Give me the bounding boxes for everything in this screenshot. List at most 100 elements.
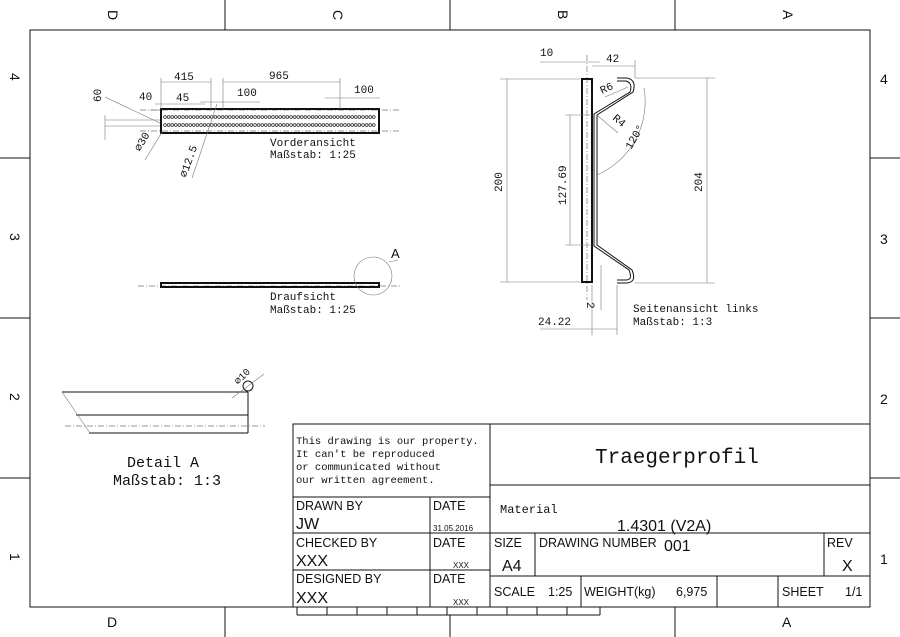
hole bbox=[228, 115, 232, 119]
zone-right-2: 2 bbox=[880, 391, 888, 407]
hole bbox=[361, 115, 365, 119]
dim-127-69: 127.69 bbox=[558, 165, 570, 205]
top-view: A Draufsicht Maßstab: 1:25 bbox=[138, 246, 402, 317]
hole bbox=[346, 115, 351, 119]
hole bbox=[300, 123, 304, 127]
hole bbox=[264, 123, 268, 127]
drawing-frame bbox=[29, 29, 871, 608]
hole bbox=[314, 115, 318, 119]
hole bbox=[292, 115, 297, 119]
hole bbox=[318, 115, 322, 119]
hole bbox=[271, 123, 275, 127]
hole bbox=[213, 123, 218, 127]
hole bbox=[220, 123, 225, 127]
hole bbox=[217, 123, 221, 127]
hole bbox=[206, 115, 210, 119]
dim-r6: R6 bbox=[599, 81, 616, 97]
hole bbox=[307, 115, 311, 119]
weight-value: 6,975 bbox=[676, 585, 707, 599]
sheet-value: 1/1 bbox=[845, 585, 862, 599]
dim-100-right: 100 bbox=[354, 85, 374, 97]
hole bbox=[249, 115, 254, 119]
hole bbox=[307, 123, 311, 127]
hole bbox=[242, 115, 246, 119]
hole bbox=[354, 123, 358, 127]
bottom-ruler bbox=[296, 607, 601, 637]
hole bbox=[202, 123, 207, 127]
zone-top-b: B bbox=[555, 10, 571, 19]
top-view-scale: Maßstab: 1:25 bbox=[270, 305, 356, 317]
hole bbox=[224, 123, 228, 127]
detail-a-view: ⌀10 Detail A Maßstab: 1:3 bbox=[61, 367, 265, 490]
hole bbox=[325, 115, 329, 119]
zone-labels: D C B A D A 4 3 2 1 4 3 2 1 bbox=[7, 10, 888, 630]
drawn-by-label: DRAWN BY bbox=[296, 499, 364, 513]
detail-label: Detail A bbox=[127, 455, 199, 472]
hole bbox=[364, 115, 369, 119]
hole bbox=[228, 123, 232, 127]
hole bbox=[163, 115, 167, 119]
dim-100-left: 100 bbox=[237, 88, 257, 100]
side-view-scale: Maßstab: 1:3 bbox=[633, 317, 712, 329]
hole bbox=[372, 115, 376, 119]
hole bbox=[321, 115, 326, 119]
checked-by-label: CHECKED BY bbox=[296, 536, 378, 550]
dim-2: 2 bbox=[583, 302, 595, 309]
hole bbox=[357, 123, 362, 127]
hole bbox=[274, 115, 279, 119]
hole bbox=[310, 123, 315, 127]
title-block: This drawing is our property. It can't b… bbox=[292, 423, 871, 637]
checked-date-value: XXX bbox=[453, 561, 470, 570]
designed-by-label: DESIGNED BY bbox=[296, 572, 382, 586]
hole bbox=[238, 123, 243, 127]
hole bbox=[310, 115, 315, 119]
zone-top-c: C bbox=[330, 10, 346, 20]
hole bbox=[343, 115, 347, 119]
hole bbox=[368, 123, 372, 127]
hole bbox=[328, 115, 333, 119]
hole bbox=[372, 123, 376, 127]
hole bbox=[336, 123, 340, 127]
hole bbox=[296, 115, 300, 119]
zone-bottom-d: D bbox=[107, 614, 117, 630]
hole bbox=[271, 115, 275, 119]
zone-left-4: 4 bbox=[7, 73, 23, 81]
hole bbox=[364, 123, 369, 127]
dim-10: 10 bbox=[540, 48, 553, 60]
hole bbox=[231, 115, 236, 119]
hole bbox=[350, 115, 354, 119]
checked-date-label: DATE bbox=[433, 536, 465, 550]
material-value: 1.4301 (V2A) bbox=[617, 518, 711, 535]
size-value: A4 bbox=[502, 558, 522, 575]
designed-date-value: XXX bbox=[453, 598, 470, 607]
size-label: SIZE bbox=[494, 536, 522, 550]
hole bbox=[210, 115, 214, 119]
hole bbox=[354, 115, 358, 119]
hole bbox=[343, 123, 347, 127]
hole bbox=[188, 123, 192, 127]
hole bbox=[256, 115, 261, 119]
hole bbox=[260, 123, 264, 127]
hole bbox=[192, 123, 196, 127]
hole bbox=[300, 115, 304, 119]
zone-right-1: 1 bbox=[880, 551, 888, 567]
dim-204: 204 bbox=[694, 172, 706, 192]
rev-label: REV bbox=[827, 536, 853, 550]
hole bbox=[336, 115, 340, 119]
hole bbox=[303, 123, 308, 127]
drawing-number-value: 001 bbox=[664, 538, 691, 555]
hole bbox=[368, 115, 372, 119]
hole bbox=[332, 115, 336, 119]
hole bbox=[181, 115, 185, 119]
hole bbox=[231, 123, 236, 127]
zone-left-3: 3 bbox=[7, 233, 23, 241]
hole bbox=[192, 115, 196, 119]
drawn-by-value: JW bbox=[296, 516, 320, 533]
dim-200: 200 bbox=[494, 172, 506, 192]
drawing-number-label: DRAWING NUMBER bbox=[539, 536, 657, 550]
hole bbox=[285, 115, 290, 119]
dim-45: 45 bbox=[176, 93, 189, 105]
dim-965: 965 bbox=[269, 71, 289, 83]
hole bbox=[328, 123, 333, 127]
